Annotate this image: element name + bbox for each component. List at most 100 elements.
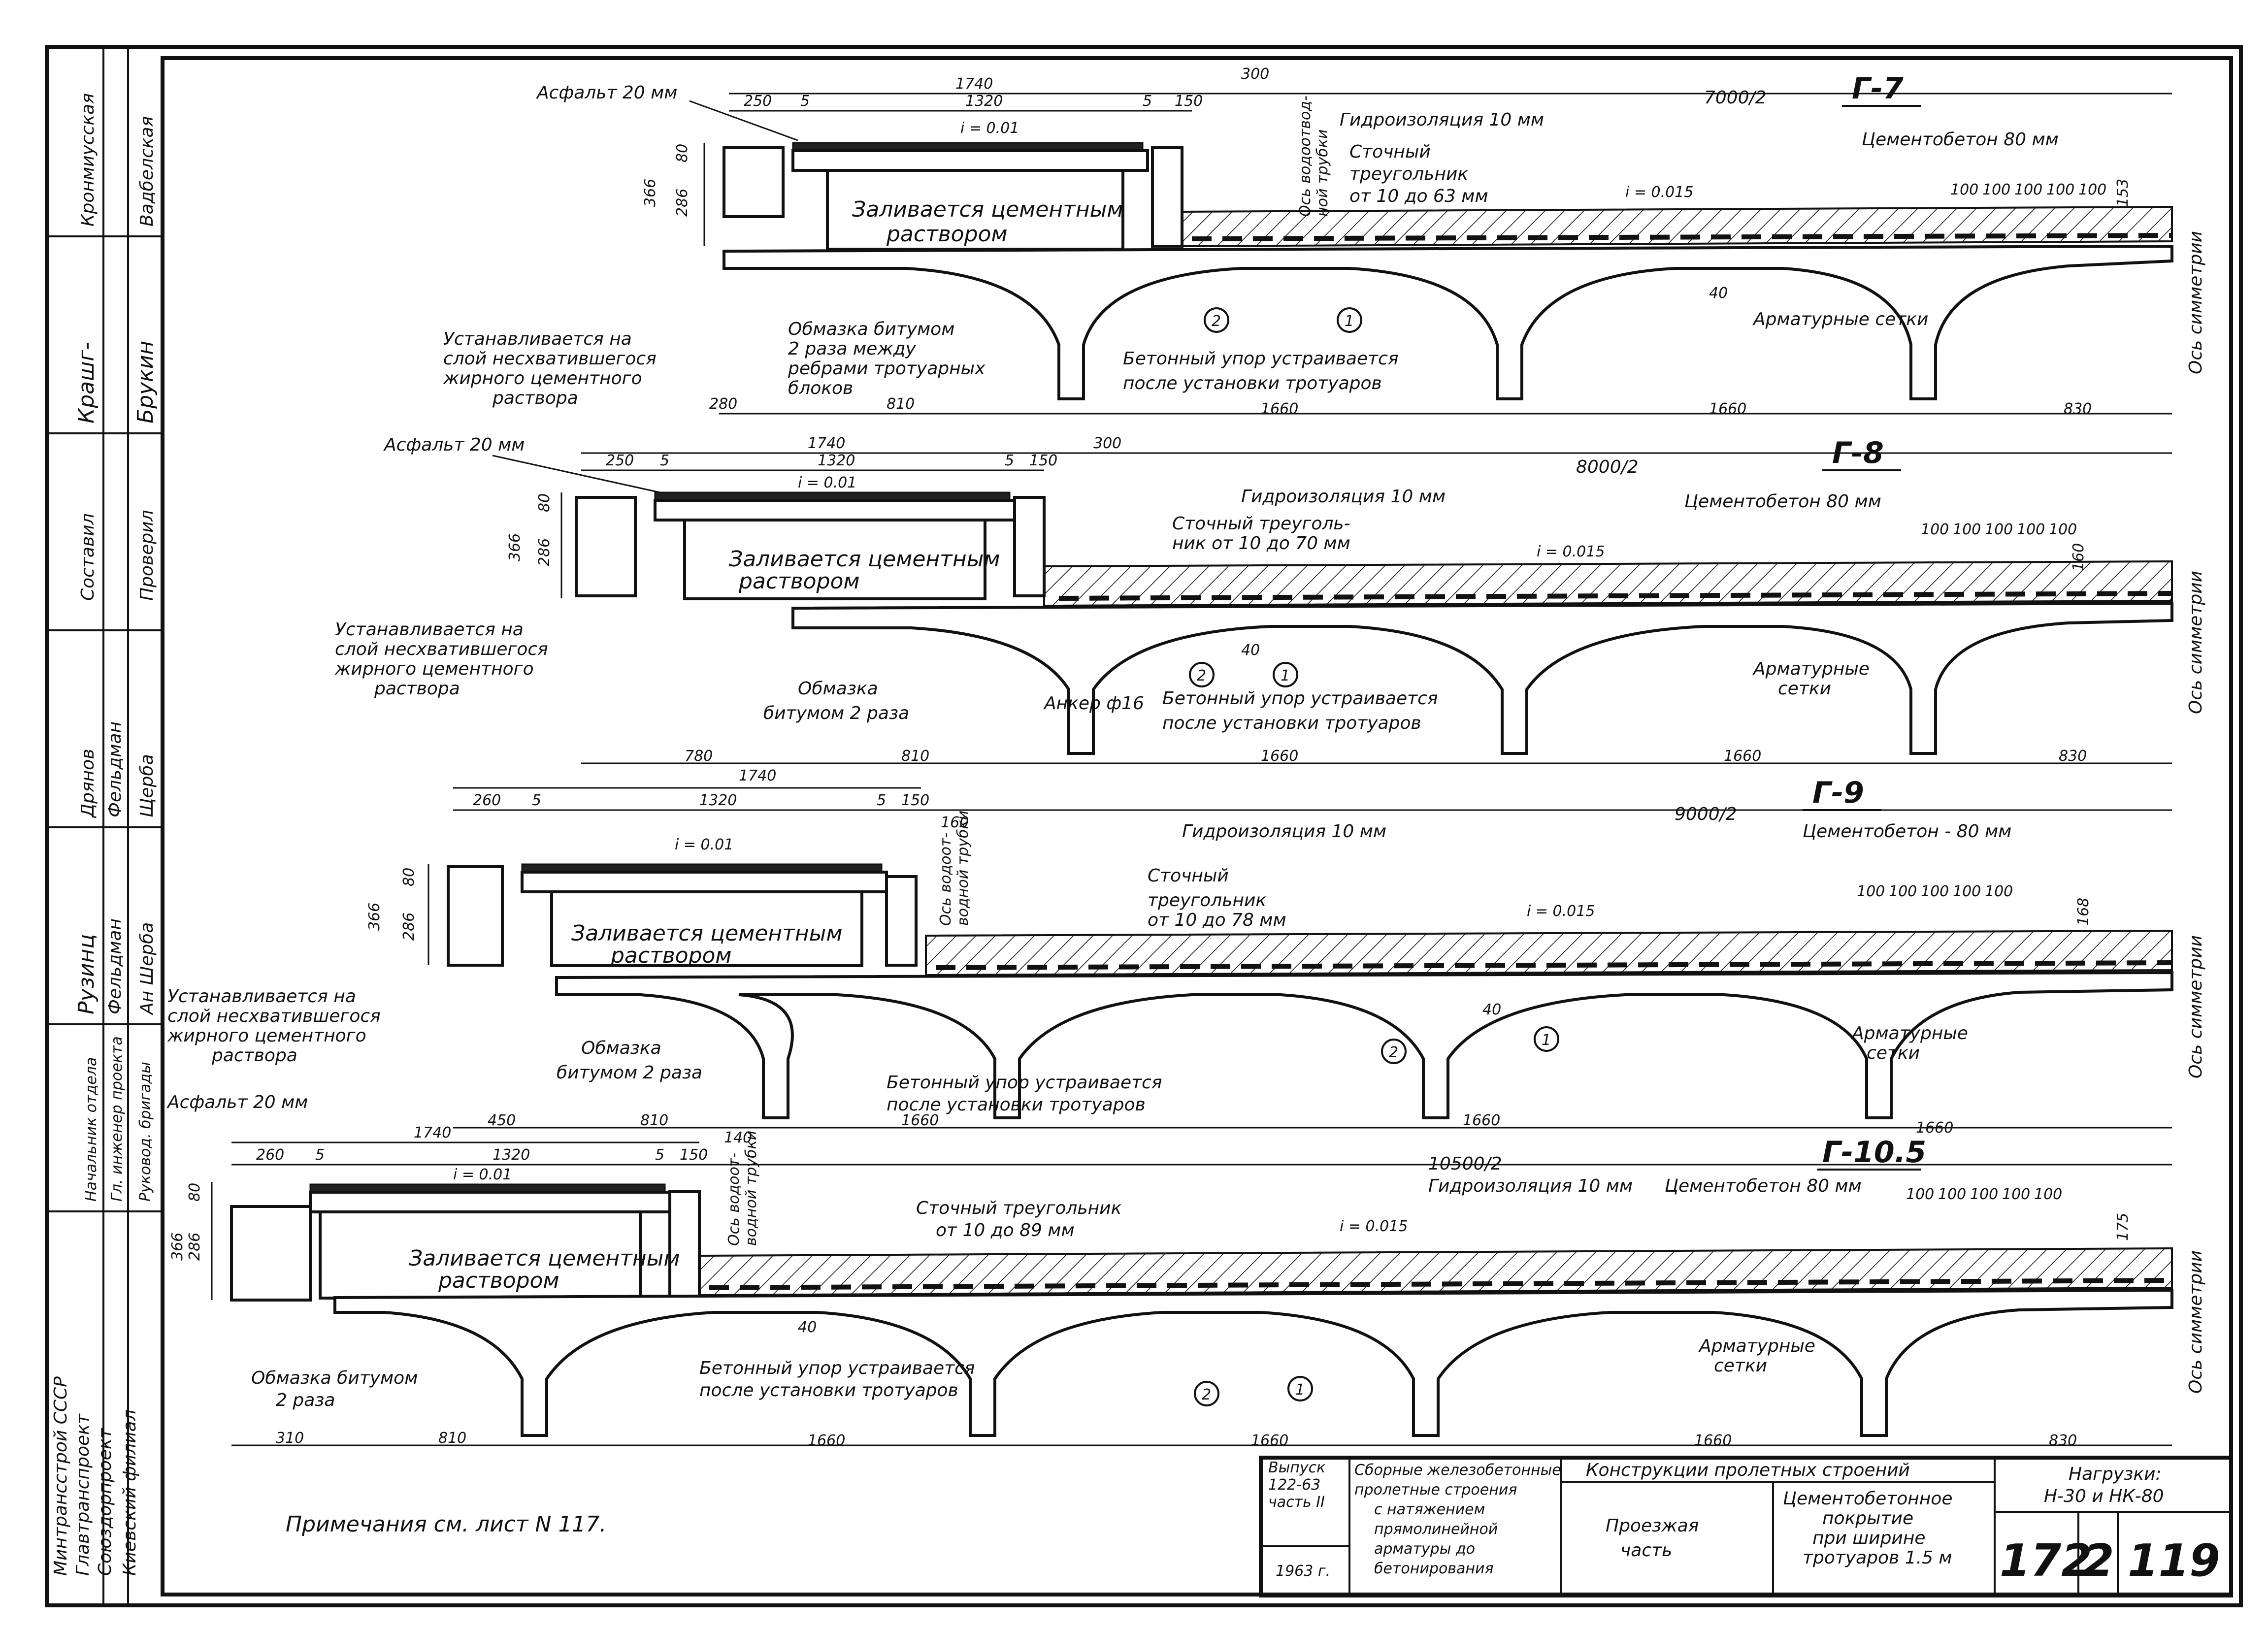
- dim-1320: 1320: [699, 792, 737, 809]
- install-3: жирного цементного: [443, 368, 642, 389]
- pitch: 100: [1953, 883, 1981, 900]
- tb-header: Конструкции пролетных строений: [1586, 1460, 1910, 1480]
- bdim: 1660: [1916, 1119, 1953, 1137]
- side-366: 366: [366, 903, 383, 931]
- year: 1963 г.: [1276, 1563, 1330, 1580]
- dim-160: 160: [941, 814, 969, 831]
- side-286: 286: [400, 912, 418, 941]
- bdim: 1660: [1724, 748, 1761, 765]
- cc-label: Цементобетон 80 мм: [1862, 130, 2059, 150]
- callout-2: 2: [1389, 1044, 1398, 1061]
- cc-label: Цементобетон 80 мм: [1665, 1176, 1862, 1196]
- fill-label-1: Заливается цементным: [729, 547, 1000, 572]
- asphalt-label-g9: Асфальт 20 мм: [166, 1092, 308, 1112]
- bdim: 1660: [1463, 1112, 1500, 1129]
- fill-label-1: Заливается цементным: [571, 921, 843, 946]
- drain-axis-1: Ось водоотвод-: [1297, 96, 1314, 217]
- section-title: Г-9: [1812, 776, 1864, 810]
- asphalt-label: Асфальт 20 мм: [536, 83, 677, 103]
- desc-5: арматуры до: [1374, 1540, 1475, 1558]
- fill-label-2: раствором: [738, 569, 860, 594]
- dim-150: 150: [901, 792, 929, 809]
- callout-1: 1: [1281, 667, 1290, 684]
- sheet-no-2: 2: [2083, 1535, 2114, 1587]
- fill-label-1: Заливается цементным: [409, 1246, 680, 1271]
- coating-1: Обмазка битумом: [251, 1368, 418, 1388]
- pitch: 100: [1889, 883, 1917, 900]
- pitch: 100: [1985, 521, 2013, 538]
- install-4: раствора: [492, 388, 578, 408]
- dim-5b: 5: [1143, 93, 1152, 110]
- pitch: 100: [1906, 1186, 1934, 1203]
- pitch-row: 100 100 100 100 100: [1950, 181, 2106, 198]
- hydro-label: Гидроизоляция 10 мм: [1182, 821, 1386, 842]
- section-g8: Г-8 8000/2 1740 300 250 5 1320 5 150 i =…: [334, 435, 2206, 765]
- section-title: Г-10.5: [1822, 1135, 1926, 1170]
- desc-3: с натяжением: [1374, 1501, 1485, 1518]
- install-1: Устанавливается на: [443, 329, 632, 349]
- bdim: 280: [709, 395, 737, 413]
- stop-2: после установки тротуаров: [1123, 373, 1382, 393]
- subject-1: Цементобетонное: [1783, 1489, 1953, 1509]
- pavement-layer: [698, 1247, 2173, 1297]
- mesh-1: Арматурные: [1851, 1023, 1968, 1043]
- stop-1: Бетонный упор устраивается: [699, 1358, 975, 1378]
- mesh-label: Арматурные сетки: [1752, 309, 1928, 329]
- hydro-label: Гидроизоляция 10 мм: [1428, 1176, 1633, 1196]
- dim-5b: 5: [655, 1146, 664, 1164]
- callout-2: 2: [1197, 667, 1206, 684]
- install-2: слой несхватившегося: [167, 1006, 381, 1026]
- pitch: 100: [2049, 521, 2077, 538]
- dim-250: 250: [744, 93, 772, 110]
- drain-3: от 10 до 78 мм: [1148, 910, 1286, 930]
- anchor-label: Анкер ф16: [1043, 693, 1144, 714]
- dim-total: 1740: [414, 1124, 451, 1141]
- dim-250: 250: [606, 452, 634, 469]
- drain-1: Сточный треуголь-: [1172, 514, 1350, 534]
- drain-1: Сточный треугольник: [916, 1198, 1122, 1218]
- slope-walk: i = 0.01: [798, 474, 856, 491]
- issue-3: часть II: [1268, 1494, 1325, 1511]
- bdim: 810: [438, 1430, 466, 1447]
- bdim: 810: [901, 748, 929, 765]
- section-g10-5: Г-10.5 10500/2 1740 260 5 1320 5 150 140…: [166, 1092, 2206, 1449]
- stamp-sign-1: Крашг-: [74, 342, 99, 424]
- bdim: 1660: [1261, 400, 1298, 418]
- bdim: 310: [276, 1430, 304, 1447]
- stamp-org-3: Союздорпроект: [95, 1428, 115, 1576]
- sheet-no-3: 119: [2128, 1535, 2220, 1587]
- bdim: 1660: [1709, 400, 1746, 418]
- subject-4: тротуаров 1.5 м: [1803, 1548, 1952, 1568]
- callout-2: 2: [1202, 1386, 1211, 1403]
- dim-260: 260: [256, 1146, 284, 1164]
- dim-40: 40: [1482, 1001, 1501, 1018]
- callout-1: 1: [1542, 1032, 1551, 1049]
- install-2: слой несхватившегося: [335, 639, 548, 659]
- pitch: 100: [2014, 181, 2042, 198]
- axis-label: Ось симметрии: [2186, 935, 2206, 1078]
- thk: 175: [2114, 1213, 2132, 1241]
- dim-5b: 5: [1005, 452, 1014, 469]
- side-80: 80: [536, 493, 553, 512]
- coating-3: ребрами тротуарных: [788, 358, 986, 379]
- fill-label-1: Заливается цементным: [852, 197, 1123, 222]
- mesh-2: сетки: [1714, 1356, 1767, 1376]
- stamp-org-4: Киевский филиал: [120, 1409, 140, 1576]
- sheet-no-1: 172: [2000, 1535, 2092, 1587]
- desc-6: бетонирования: [1374, 1560, 1494, 1577]
- callout-2: 2: [1212, 313, 1221, 330]
- stamp-role-1: Начальник отдела: [83, 1057, 100, 1202]
- bdim: 1660: [1694, 1432, 1732, 1449]
- dim-150: 150: [680, 1146, 708, 1164]
- bdim: 1660: [1261, 748, 1298, 765]
- dim-40: 40: [798, 1319, 817, 1336]
- side-366: 366: [642, 179, 659, 207]
- pitch-row: 100 100 100 100 100: [1921, 521, 2077, 538]
- pitch: 100: [2078, 181, 2106, 198]
- dim-1320: 1320: [493, 1146, 530, 1164]
- side-80: 80: [674, 144, 691, 163]
- stamp-name-2: Вадбелская: [137, 116, 157, 227]
- side-286: 286: [536, 538, 553, 566]
- coating-2: битумом 2 раза: [557, 1063, 702, 1083]
- pitch: 100: [2034, 1186, 2062, 1203]
